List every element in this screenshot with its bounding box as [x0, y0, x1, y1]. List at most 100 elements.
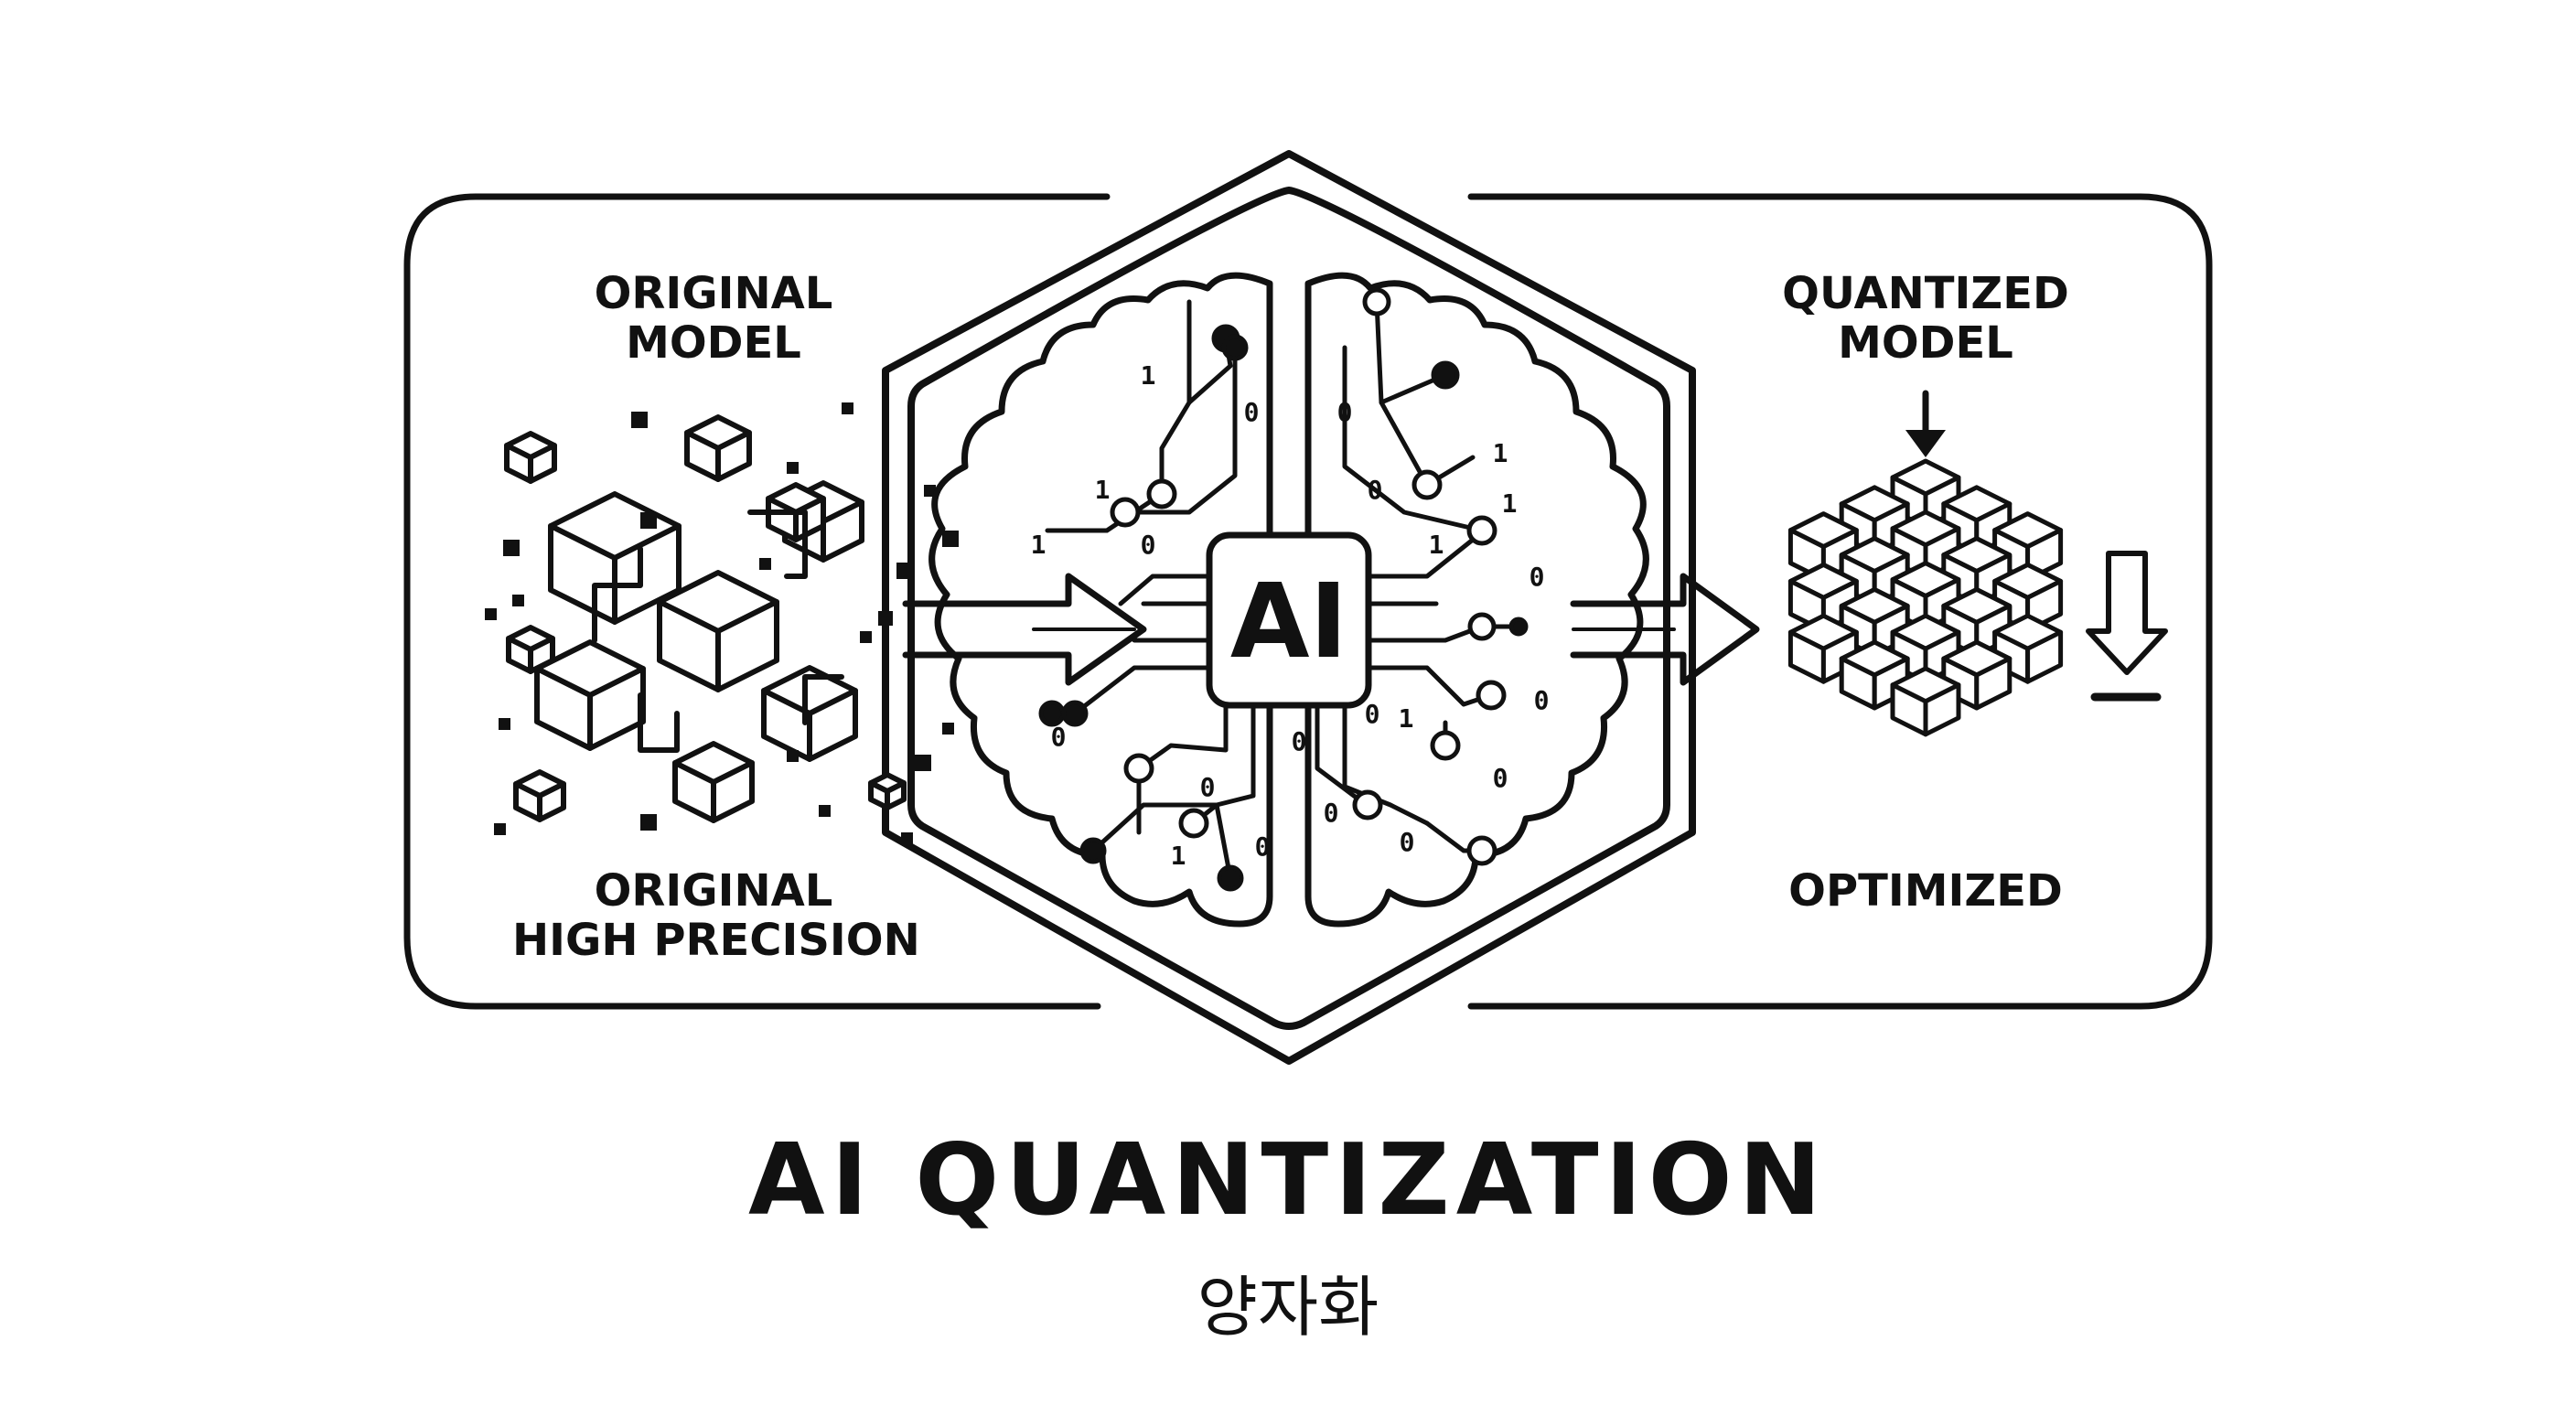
original-model-label-line2: MODEL: [626, 316, 801, 369]
original-model-label: ORIGINAL MODEL: [521, 268, 906, 369]
binary-digit: 0: [1255, 831, 1271, 862]
pixel-fragment: [485, 608, 497, 620]
binary-digit: 1: [1171, 841, 1186, 871]
pixel-fragment: [631, 412, 648, 428]
scattered-cube: [534, 639, 646, 751]
pixel-fragment: [787, 750, 799, 762]
circuit-node: [1508, 617, 1529, 637]
arrow-right-icon: [878, 573, 1147, 686]
circuit-node: [1217, 864, 1244, 892]
scattered-cube: [684, 414, 752, 482]
scattered-cube: [657, 570, 779, 692]
page-subtitle: 양자화: [1197, 1269, 1379, 1346]
scattered-cube: [761, 665, 858, 762]
quantized-cube: [1890, 666, 1961, 737]
circuit-node: [1430, 730, 1461, 761]
pixel-fragment: [640, 512, 657, 529]
original-high-precision-line1: ORIGINAL: [594, 865, 833, 917]
pixel-fragment: [942, 531, 959, 547]
quantized-model-label: QUANTIZED MODEL: [1724, 268, 2127, 369]
circuit-node: [1110, 497, 1141, 528]
circuit-node: [1123, 753, 1154, 784]
ai-chip-icon: AI: [1206, 531, 1372, 709]
scattered-cubes-icon: [485, 402, 959, 844]
binary-digit: 0: [1530, 562, 1545, 592]
circuit-node: [1467, 612, 1497, 641]
scattered-cube: [672, 741, 755, 823]
circuit-trace: [1366, 624, 1521, 643]
circuit-node: [1431, 360, 1460, 390]
quantized-cube: [1941, 639, 2012, 711]
pixel-fragment: [942, 723, 954, 735]
binary-digit: 0: [1337, 397, 1353, 427]
binary-digit: 0: [1534, 685, 1550, 715]
down-to-line-icon: [2086, 551, 2168, 702]
binary-digit: 0: [1141, 530, 1156, 560]
pixel-fragment: [842, 402, 853, 414]
circuit-node: [1178, 808, 1209, 839]
scattered-cube: [766, 482, 826, 542]
binary-digit: 1: [1141, 360, 1156, 391]
circuit-trace: [1122, 345, 1238, 515]
binary-digit: 0: [1365, 699, 1380, 729]
pixel-fragment: [499, 718, 510, 730]
binary-digit: 0: [1292, 726, 1307, 756]
circuit-node: [1466, 515, 1497, 546]
binary-digit: 1: [1031, 530, 1046, 560]
arrow-right-icon: [1570, 573, 1760, 686]
binary-digit: 0: [1324, 798, 1339, 828]
binary-digit: 1: [1095, 475, 1111, 505]
pixel-fragment: [819, 805, 831, 817]
pixel-fragment: [640, 814, 657, 831]
binary-digit: 0: [1368, 475, 1383, 505]
original-high-precision-line2: HIGH PRECISION: [512, 914, 920, 966]
circuit-trace: [1090, 802, 1219, 853]
original-high-precision-label: ORIGINAL HIGH PRECISION: [512, 865, 920, 966]
hexagon-frame: [882, 150, 1696, 1065]
pixel-fragment: [924, 485, 936, 497]
scattered-cube: [504, 431, 557, 484]
chip-label: AI: [1230, 563, 1347, 681]
scattered-cube: [506, 625, 555, 674]
scattered-cube: [868, 772, 907, 810]
circuit-node: [1411, 469, 1443, 500]
circuit-trace: [1366, 537, 1476, 579]
outer-frame: [403, 193, 2213, 1010]
pixel-fragment: [860, 631, 872, 643]
binary-digit: 1: [1502, 488, 1518, 519]
original-model-label-line1: ORIGINAL: [594, 268, 833, 319]
binary-digit: 1: [1399, 703, 1414, 734]
binary-digit: 0: [1244, 397, 1260, 427]
pixel-fragment: [759, 558, 771, 570]
circuit-node: [1146, 478, 1177, 509]
circuit-node: [1352, 789, 1383, 820]
binary-digit: 0: [1400, 827, 1415, 857]
circuit-trace: [1136, 702, 1229, 771]
pixel-fragment: [503, 540, 520, 556]
circuit-trace: [1045, 491, 1165, 533]
binary-digit: 1: [1429, 530, 1444, 560]
binary-digit: 1: [1493, 438, 1508, 468]
circuit-trace: [1159, 299, 1192, 497]
circuit-trace: [1342, 345, 1485, 533]
scattered-cube: [513, 769, 566, 822]
quantized-model-label-line1: QUANTIZED: [1782, 268, 2069, 319]
pixel-fragment: [915, 755, 931, 771]
quantized-cube: [1787, 613, 1859, 684]
binary-digit: 0: [1493, 763, 1508, 793]
circuit-node: [1221, 334, 1249, 361]
circuit-trace: [1118, 574, 1229, 606]
quantized-model-label-line2: MODEL: [1838, 316, 2013, 369]
pixel-fragment: [512, 595, 524, 606]
binary-digit: 0: [1200, 772, 1216, 802]
circuit-trace: [592, 509, 844, 753]
optimized-label: OPTIMIZED: [1788, 865, 2063, 917]
arrow-down-icon: [1905, 390, 1946, 457]
pixel-fragment: [494, 823, 506, 835]
page-title: AI QUANTIZATION: [748, 1123, 1828, 1238]
circuit-trace: [1366, 665, 1494, 707]
cube-grid-icon: [1787, 458, 2064, 737]
